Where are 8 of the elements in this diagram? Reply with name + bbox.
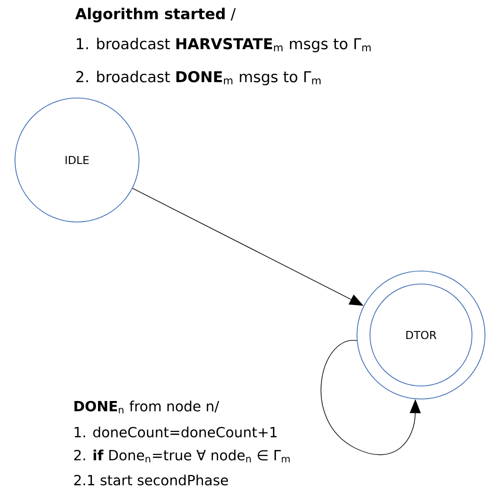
transition-label: 1. broadcast HARVSTATE$_{m}$ msgs to Γ$_{m}$: [76, 38, 371, 52]
transition-label: 2. broadcast DONE$_{m}$ msgs to Γ$_{m}$: [76, 70, 321, 86]
transition-label: DONE$_{n}$ from node n/: [74, 400, 220, 414]
loop-arrow: [320, 340, 421, 456]
transition-label: 2.1 start secondPhase: [74, 474, 228, 486]
transition-label: Algorithm started /: [75, 8, 236, 22]
transition-label: 1. doneCount=doneCount+1: [74, 426, 277, 438]
transition-label: 2. if Done$_{n}$=true ∀ node$_{n}$ ∈ Γ$_{m}$: [74, 450, 290, 462]
